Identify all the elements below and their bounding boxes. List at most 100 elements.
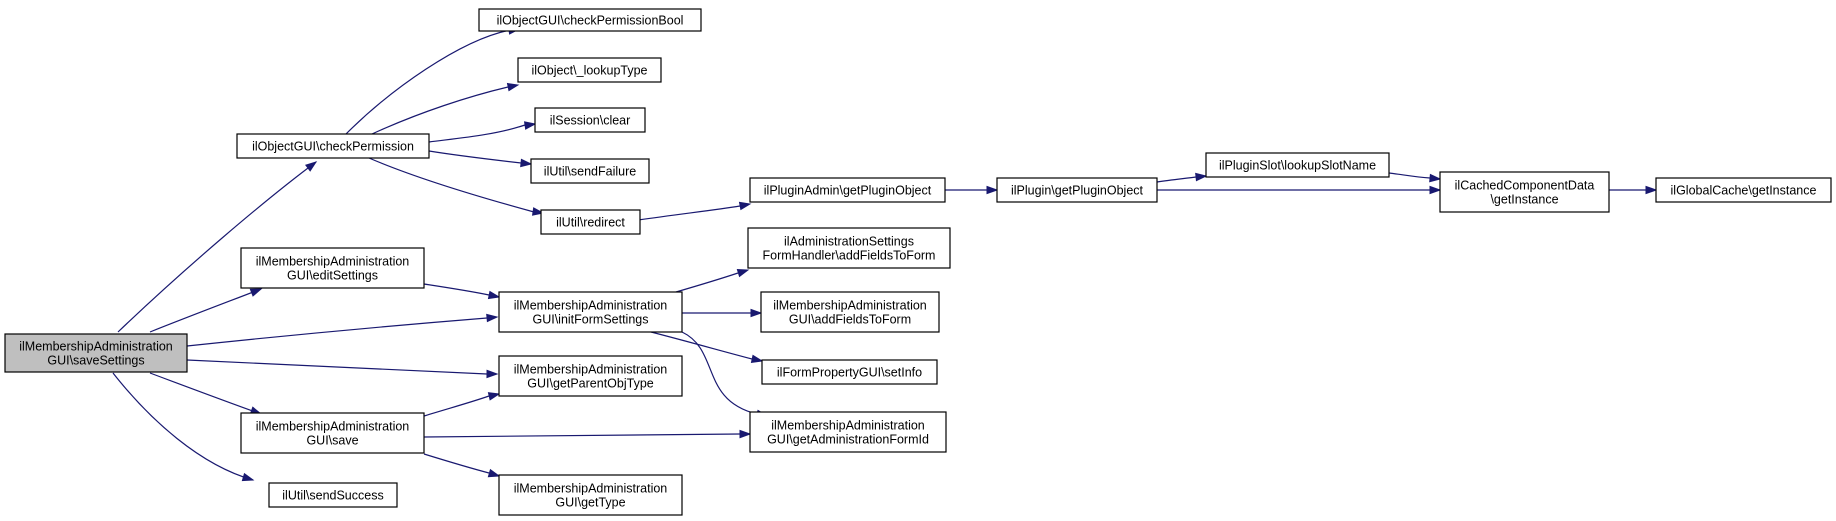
node-label-line: GUI\addFieldsToForm bbox=[789, 313, 911, 327]
edge-pluginAdminGetObj-to-pluginGetObj bbox=[944, 185, 999, 195]
node-redirect[interactable]: ilUtil\redirect bbox=[540, 209, 641, 235]
node-box bbox=[749, 411, 947, 453]
edge-arrowhead bbox=[986, 185, 999, 195]
node-box bbox=[240, 247, 425, 289]
node-label-line: GUI\initFormSettings bbox=[532, 313, 648, 327]
node-label-line: ilObjectGUI\checkPermissionBool bbox=[497, 14, 684, 28]
edge-line bbox=[675, 272, 739, 293]
edge-line bbox=[149, 372, 262, 415]
edge-arrowhead bbox=[1195, 172, 1208, 182]
node-label-line: ilObjectGUI\checkPermission bbox=[252, 140, 414, 154]
node-label-line: ilPluginAdmin\getPluginObject bbox=[764, 184, 932, 198]
node-pluginGetObj[interactable]: ilPlugin\getPluginObject bbox=[996, 177, 1158, 203]
edge-arrowhead bbox=[520, 158, 533, 168]
node-label-line: GUI\getType bbox=[555, 496, 625, 510]
node-label-line: ilUtil\sendFailure bbox=[544, 165, 636, 179]
node-box bbox=[498, 291, 683, 333]
edge-checkPermission-to-checkPermissionBool bbox=[345, 26, 521, 135]
node-checkPermissionBool[interactable]: ilObjectGUI\checkPermissionBool bbox=[478, 8, 702, 32]
node-box bbox=[1655, 177, 1832, 203]
edge-cachedGetInstance-to-globalCacheGetInstance bbox=[1608, 185, 1658, 195]
edge-saveSettings-to-initFormSettings bbox=[186, 313, 499, 347]
edge-arrowhead bbox=[506, 82, 520, 92]
node-saveSettings[interactable]: ilMembershipAdministrationGUI\saveSettin… bbox=[4, 333, 188, 373]
node-label-line: ilMembershipAdministration bbox=[19, 340, 173, 354]
edge-initFormSettings-to-adminFormHandler bbox=[675, 268, 750, 293]
edge-line bbox=[1388, 172, 1431, 179]
edge-saveSettings-to-save bbox=[149, 372, 263, 415]
node-label-line: ilMembershipAdministration bbox=[256, 420, 410, 434]
node-label-line: ilMembershipAdministration bbox=[256, 255, 410, 269]
node-label-line: GUI\getParentObjType bbox=[527, 377, 654, 391]
edge-redirect-to-pluginAdminGetObj bbox=[637, 201, 752, 221]
node-sendSuccess[interactable]: ilUtil\sendSuccess bbox=[268, 482, 398, 508]
node-box bbox=[747, 227, 951, 269]
node-label-line: FormHandler\addFieldsToForm bbox=[763, 249, 936, 263]
node-label-line: ilFormPropertyGUI\setInfo bbox=[777, 366, 922, 380]
edge-saveSettings-to-editSettings bbox=[149, 288, 263, 333]
node-label-line: ilCachedComponentData bbox=[1455, 179, 1595, 193]
edge-pluginGetObj-to-lookupSlotName bbox=[1156, 172, 1208, 183]
edge-arrowhead bbox=[487, 290, 501, 300]
node-setInfo[interactable]: ilFormPropertyGUI\setInfo bbox=[761, 359, 938, 385]
node-cachedGetInstance[interactable]: ilCachedComponentData\getInstance bbox=[1439, 171, 1610, 213]
node-lookupSlotName[interactable]: ilPluginSlot\lookupSlotName bbox=[1205, 152, 1390, 178]
node-initFormSettings[interactable]: ilMembershipAdministrationGUI\initFormSe… bbox=[498, 291, 683, 333]
edge-arrowhead bbox=[523, 121, 537, 130]
node-editSettings[interactable]: ilMembershipAdministrationGUI\editSettin… bbox=[240, 247, 425, 289]
node-label-line: ilGlobalCache\getInstance bbox=[1671, 184, 1817, 198]
node-label-line: ilMembershipAdministration bbox=[514, 299, 668, 313]
edge-line bbox=[149, 288, 262, 333]
node-label-line: \getInstance bbox=[1490, 193, 1558, 207]
node-box bbox=[517, 57, 662, 83]
edge-line bbox=[117, 161, 317, 333]
node-getParentObjType[interactable]: ilMembershipAdministrationGUI\getParentO… bbox=[498, 355, 683, 397]
edge-arrowhead bbox=[487, 468, 501, 478]
edge-arrowhead bbox=[739, 429, 752, 439]
edge-arrowhead bbox=[487, 392, 501, 401]
edge-line bbox=[112, 372, 254, 481]
edge-line bbox=[371, 86, 509, 135]
node-globalCacheGetInstance[interactable]: ilGlobalCache\getInstance bbox=[1655, 177, 1832, 203]
edge-line bbox=[368, 157, 535, 213]
edge-saveSettings-to-checkPermission bbox=[117, 161, 318, 333]
node-box bbox=[268, 482, 398, 508]
edge-initFormSettings-to-addFieldsToForm bbox=[682, 308, 763, 318]
edge-line bbox=[428, 124, 526, 143]
edge-editSettings-to-initFormSettings bbox=[423, 283, 501, 300]
edge-checkPermission-to-sendFailure bbox=[428, 150, 533, 168]
node-checkPermission[interactable]: ilObjectGUI\checkPermission bbox=[236, 133, 430, 159]
edge-saveSettings-to-getParentObjType bbox=[186, 359, 499, 379]
edge-arrowhead bbox=[1645, 185, 1658, 195]
call-graph-edges bbox=[112, 26, 1658, 482]
node-adminFormHandler[interactable]: ilAdministrationSettingsFormHandler\addF… bbox=[747, 227, 951, 269]
node-box bbox=[540, 209, 641, 235]
edge-line bbox=[681, 331, 758, 415]
node-box bbox=[530, 158, 650, 184]
edge-saveSettings-to-sendSuccess bbox=[112, 372, 255, 482]
edge-arrowhead bbox=[750, 308, 763, 318]
edge-arrowhead bbox=[1429, 185, 1442, 195]
edge-lookupSlotName-to-cachedGetInstance bbox=[1388, 172, 1442, 183]
node-lookupType[interactable]: ilObject\_lookupType bbox=[517, 57, 662, 83]
node-box bbox=[478, 8, 702, 32]
node-box bbox=[4, 333, 188, 373]
node-box bbox=[760, 291, 940, 333]
node-addFieldsToForm[interactable]: ilMembershipAdministrationGUI\addFieldsT… bbox=[760, 291, 940, 333]
node-sessionClear[interactable]: ilSession\clear bbox=[534, 107, 646, 133]
node-label-line: ilObject\_lookupType bbox=[531, 64, 647, 78]
node-label-line: GUI\save bbox=[306, 434, 358, 448]
node-getAdminFormId[interactable]: ilMembershipAdministrationGUI\getAdminis… bbox=[749, 411, 947, 453]
node-pluginAdminGetObj[interactable]: ilPluginAdmin\getPluginObject bbox=[749, 177, 946, 203]
node-box bbox=[761, 359, 938, 385]
edge-line bbox=[423, 453, 490, 474]
node-label-line: ilAdministrationSettings bbox=[784, 235, 914, 249]
edge-arrowhead bbox=[736, 268, 750, 278]
node-label-line: ilMembershipAdministration bbox=[773, 299, 927, 313]
node-sendFailure[interactable]: ilUtil\sendFailure bbox=[530, 158, 650, 184]
call-graph-nodes: ilMembershipAdministrationGUI\saveSettin… bbox=[4, 8, 1832, 516]
edge-arrowhead bbox=[241, 472, 255, 482]
